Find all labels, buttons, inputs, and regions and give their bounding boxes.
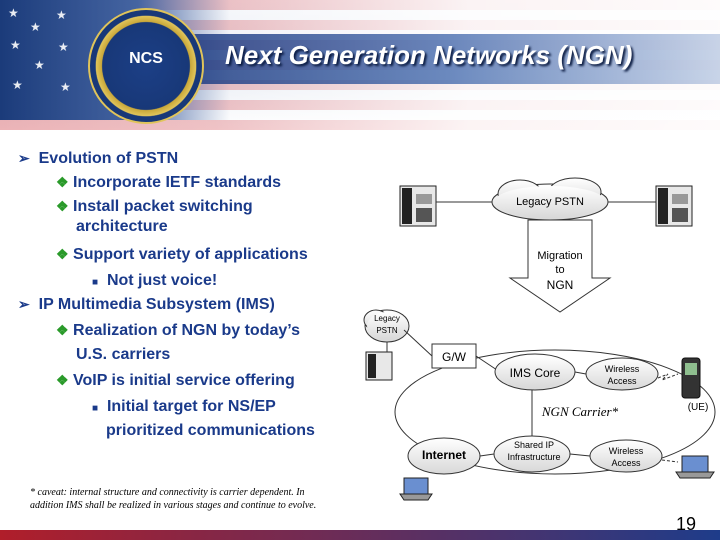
bullet-text: IP Multimedia Subsystem (IMS) [38, 296, 275, 313]
square-bullet-icon: ■ [92, 277, 99, 288]
diamond-bullet-icon: ❖ [56, 246, 69, 262]
ims-core-label: IMS Core [509, 366, 561, 380]
page-title: Next Generation Networks (NGN) [225, 40, 633, 70]
bullet-item: ❖ Install packet switching [56, 198, 253, 216]
bullet-text: U.S. carriers [76, 346, 171, 363]
arrow-bullet-icon: ➢ [18, 150, 30, 166]
ngn-carrier-label: NGN Carrier* [541, 404, 619, 419]
footnote-line: addition IMS shall be realized in variou… [30, 500, 317, 511]
migration-label: to [555, 264, 565, 276]
bullet-text: architecture [76, 218, 168, 235]
bullet-text: Install packet switching [73, 198, 253, 215]
title-bar [185, 34, 720, 84]
bullet-item: ❖ Support variety of applications [56, 246, 308, 264]
bottom-accent-bar [0, 530, 720, 540]
mobile-phone-icon [681, 357, 701, 399]
diamond-bullet-icon: ❖ [56, 174, 69, 190]
seal-text: NCS [129, 50, 163, 67]
bullet-continuation: prioritized communications [106, 422, 315, 440]
page-number: 19 [676, 514, 697, 534]
bullet-item: ❖ Realization of NGN by today’s [56, 322, 300, 340]
bullet-item: ■ Not just voice! [92, 272, 217, 290]
legacy-pstn-label: Legacy PSTN [516, 196, 584, 208]
migration-label: Migration [537, 250, 583, 262]
legacy-pstn-small-label: Legacy [374, 314, 400, 323]
bullet-text: Initial target for NS/EP [106, 398, 276, 415]
bullet-item: ❖ Incorporate IETF standards [56, 174, 281, 192]
migration-arrow [508, 219, 612, 313]
ngn-diagram [363, 177, 716, 479]
gateway-box [431, 343, 477, 369]
bullet-item: ➢ IP Multimedia Subsystem (IMS) [18, 296, 275, 314]
gateway-label: G/W [442, 350, 466, 364]
diamond-bullet-icon: ❖ [56, 372, 69, 388]
bullet-text: Support variety of applications [73, 246, 308, 263]
wireless-access-label: Wireless [604, 364, 640, 374]
legacy-pstn-cloud [491, 177, 609, 221]
bullet-text: prioritized communications [106, 422, 315, 439]
bullet-text: Evolution of PSTN [38, 150, 179, 167]
bullet-item: ➢ Evolution of PSTN [18, 150, 178, 168]
bullet-text: VoIP is initial service offering [73, 372, 295, 389]
arrow-bullet-icon: ➢ [18, 296, 30, 312]
ims-core-cloud [494, 353, 576, 391]
ue-label: (UE) [687, 402, 709, 413]
bullet-item: ❖ VoIP is initial service offering [56, 372, 295, 390]
bullet-text: Not just voice! [106, 272, 218, 289]
footnote: * caveat: internal structure and connect… [30, 486, 390, 512]
phone-icon [399, 185, 437, 227]
wireless-access-bottom-label: Wireless [608, 446, 644, 456]
wireless-access-bottom-label: Access [611, 458, 641, 468]
legacy-pstn-small-label: PSTN [376, 326, 398, 335]
migration-label: NGN [546, 278, 574, 292]
bullet-text: Realization of NGN by today’s [73, 322, 301, 339]
shared-ip-label: Shared IP [513, 440, 555, 450]
bullet-continuation: U.S. carriers [76, 346, 170, 364]
laptop-icon [399, 477, 433, 501]
diamond-bullet-icon: ❖ [56, 198, 69, 214]
bullet-continuation: architecture [76, 218, 168, 236]
laptop-icon [675, 455, 715, 479]
ncs-seal-logo: NCS [88, 8, 204, 124]
legacy-pstn-small-cloud [363, 309, 410, 343]
internet-label: Internet [421, 448, 466, 462]
footnote-line: * caveat: internal structure and connect… [30, 487, 305, 498]
square-bullet-icon: ■ [92, 403, 99, 414]
wireless-access-label: Access [607, 376, 637, 386]
bullet-item: ■ Initial target for NS/EP [92, 398, 276, 416]
bullet-text: Incorporate IETF standards [73, 174, 282, 191]
phone-icon [655, 185, 693, 227]
shared-ip-label: Infrastructure [507, 452, 561, 462]
phone-icon [365, 351, 393, 381]
diamond-bullet-icon: ❖ [56, 322, 69, 338]
header-banner: ★ ★ ★ ★ ★ ★ ★ ★ NCS Next Generation Netw… [0, 0, 720, 130]
